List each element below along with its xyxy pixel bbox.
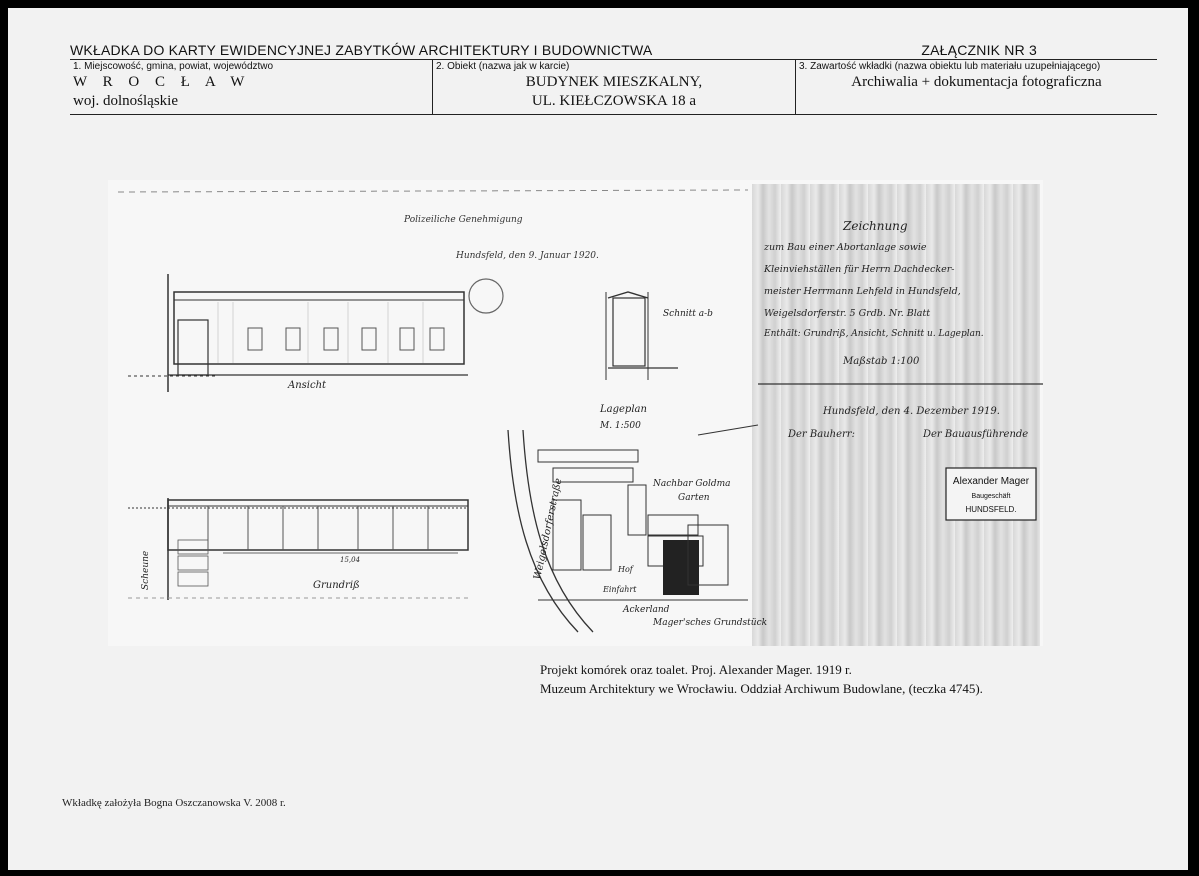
stamp-date: Hundsfeld, den 4. Dezember 1919. xyxy=(822,406,1000,417)
drawing-approval-note: Polizeiliche Genehmigung xyxy=(403,215,523,225)
company-city: HUNDSFELD. xyxy=(965,505,1016,514)
header-info-row: 1. Miejscowość, gmina, powiat, województ… xyxy=(70,60,1157,115)
dimension-label: 15,04 xyxy=(340,556,360,564)
document-header: WKŁADKA DO KARTY EWIDENCYJNEJ ZABYTKÓW A… xyxy=(70,41,1157,60)
location-city: W R O C Ł A W xyxy=(73,74,251,90)
architectural-drawing: Polizeiliche Genehmigung Hundsfeld, den … xyxy=(117,189,1043,633)
nachbar-label: Nachbar Goldma xyxy=(652,479,731,489)
object-address: UL. KIEŁCZOWSKA 18 a xyxy=(531,93,697,109)
garten-label: Garten xyxy=(678,493,710,503)
lageplan-label: Lageplan xyxy=(599,404,647,415)
grundriss-label: Grundriß xyxy=(313,580,360,591)
stamp-title: Zeichnung xyxy=(842,219,908,233)
contents-label: 3. Zawartość wkładki (nazwa obiektu lub … xyxy=(799,61,1101,72)
object-name: BUDYNEK MIESZKALNY, xyxy=(525,74,703,90)
stamp-bauausfuehrende: Der Bauausführende xyxy=(922,429,1028,440)
scheune-label: Scheune xyxy=(141,551,151,590)
lageplan-scale: M. 1:500 xyxy=(599,421,641,431)
ackerland-label: Ackerland xyxy=(622,605,670,615)
company-stamp xyxy=(945,467,1037,521)
einfahrt-label: Einfahrt xyxy=(602,585,637,594)
hof-label: Hof xyxy=(617,565,635,574)
stamp-line-4: Weigelsdorferstr. 5 Grdb. Nr. Blatt xyxy=(764,308,930,319)
image-caption: Projekt komórek oraz toalet. Proj. Alexa… xyxy=(540,660,1040,698)
stamp-line-1: zum Bau einer Abortanlage sowie xyxy=(763,242,927,253)
ansicht-label: Ansicht xyxy=(287,380,327,391)
title-block-panel xyxy=(752,184,1040,646)
schnitt-label: Schnitt a-b xyxy=(663,309,713,319)
stamp-bauherr: Der Bauherr: xyxy=(787,429,855,440)
contents-cell: 3. Zawartość wkładki (nazwa obiektu lub … xyxy=(796,60,1157,114)
location-voivodeship: woj. dolnośląskie xyxy=(73,93,178,109)
official-seal-icon xyxy=(468,278,504,314)
company-name: Alexander Mager xyxy=(953,476,1030,487)
caption-line-2: Muzeum Architektury we Wrocławiu. Oddzia… xyxy=(540,681,983,696)
title-block: Zeichnung zum Bau einer Abortanlage sowi… xyxy=(758,219,1043,521)
object-label: 2. Obiekt (nazwa jak w karcie) xyxy=(436,61,570,72)
object-cell: 2. Obiekt (nazwa jak w karcie) BUDYNEK M… xyxy=(432,60,796,114)
stamp-scale: Maßstab 1:100 xyxy=(842,356,920,367)
stamp-line-5: Enthält: Grundriß, Ansicht, Schnitt u. L… xyxy=(763,329,984,339)
footer-note: Wkładkę założyła Bogna Oszczanowska V. 2… xyxy=(62,797,286,809)
caption-line-1: Projekt komórek oraz toalet. Proj. Alexa… xyxy=(540,662,852,677)
location-label: 1. Miejscowość, gmina, powiat, województ… xyxy=(73,61,274,72)
location-cell: 1. Miejscowość, gmina, powiat, województ… xyxy=(70,60,432,114)
stamp-line-2: Kleinviehställen für Herrn Dachdecker- xyxy=(763,264,954,275)
contents-value: Archiwalia + dokumentacja fotograficzna xyxy=(851,74,1102,90)
attachment-number: ZAŁĄCZNIK NR 3 xyxy=(921,42,1037,58)
drawing-date-note: Hundsfeld, den 9. Januar 1920. xyxy=(455,251,599,261)
stamp-line-3: meister Herrmann Lehfeld in Hundsfeld, xyxy=(764,286,961,297)
document-title: WKŁADKA DO KARTY EWIDENCYJNEJ ZABYTKÓW A… xyxy=(70,42,653,58)
grundstuck-label: Mager'sches Grundstück xyxy=(652,618,767,628)
company-sub: Baugeschäft xyxy=(972,493,1011,500)
